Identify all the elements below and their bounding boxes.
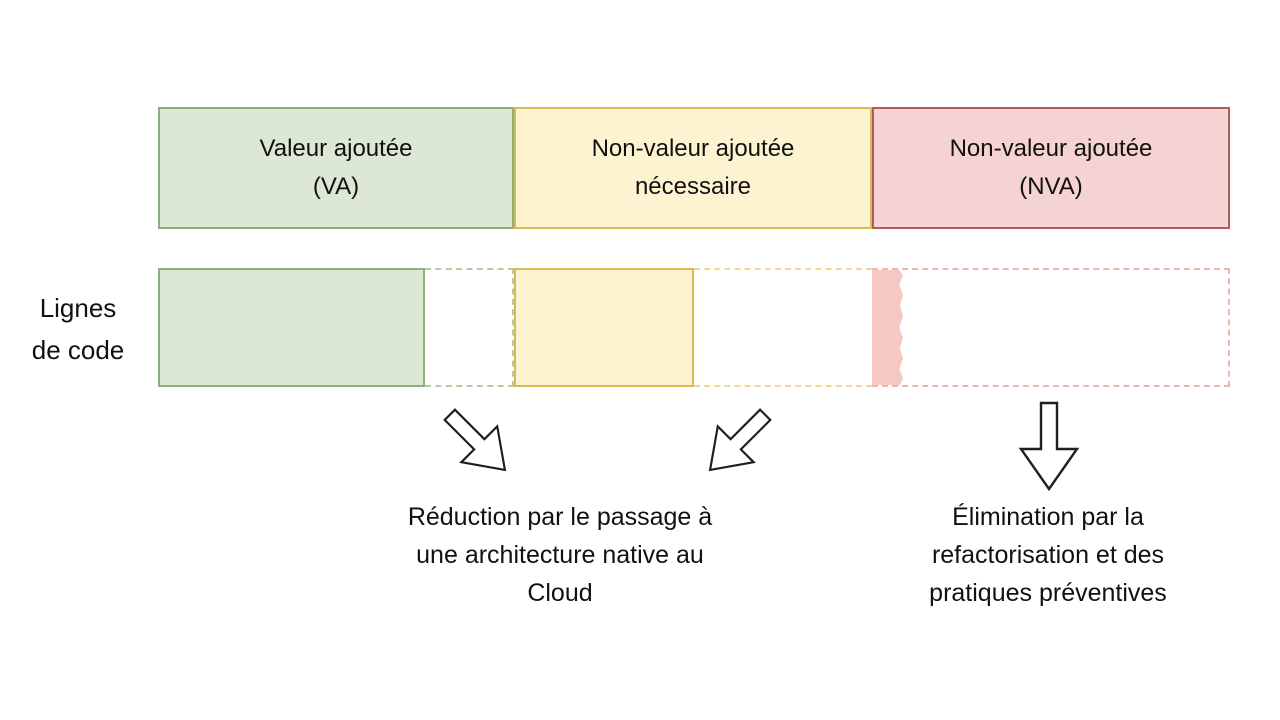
zone-non-valeur-ajoutee-necessaire: Non-valeur ajoutée nécessaire <box>514 107 872 229</box>
segment-nva-dashed <box>872 268 1230 387</box>
segment-va-dashed <box>425 268 514 387</box>
segment-nva-remaining-strip <box>872 270 903 385</box>
down-arrow-icon <box>1017 400 1081 494</box>
lignes-de-code-label: Lignes de code <box>31 293 125 365</box>
annotation-cloud-native: Réduction par le passage à une architect… <box>407 503 713 607</box>
annotation-refactoring: Élimination par la refactorisation et de… <box>929 503 1167 607</box>
down-left-arrow-icon <box>666 372 807 513</box>
segment-nva-necessaire-solid <box>514 268 694 387</box>
segment-nva-necessaire-dashed <box>694 268 872 387</box>
zone-non-valeur-ajoutee-nva: Non-valeur ajoutée (NVA) <box>872 107 1230 229</box>
down-right-arrow-icon <box>407 372 548 513</box>
segment-va-solid <box>158 268 425 387</box>
zone-valeur-ajoutee: Valeur ajoutée (VA) <box>158 107 514 229</box>
